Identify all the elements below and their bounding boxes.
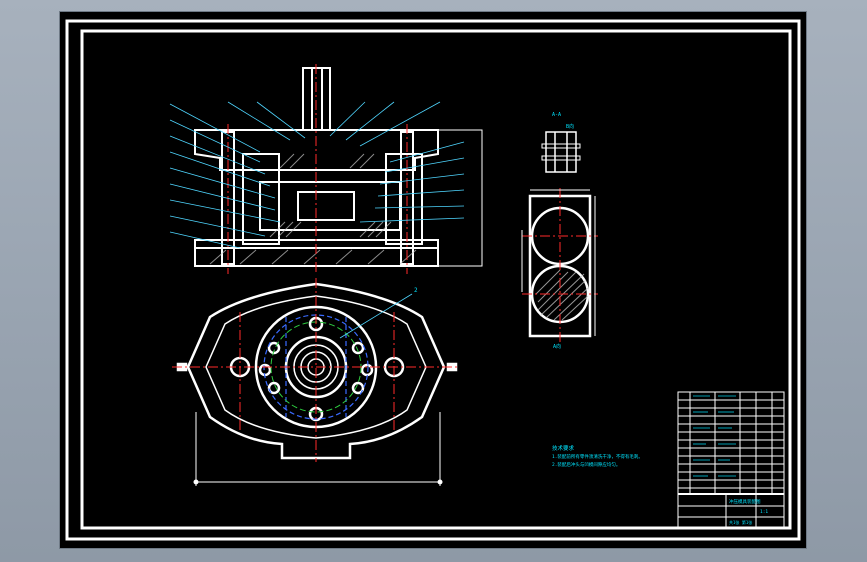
tech-requirement-line-1: 1.装配前所有零件须清洗干净，不得有毛刺。	[552, 453, 643, 460]
tech-requirements[interactable]: 技术要求 1.装配前所有零件须清洗干净，不得有毛刺。 2.装配后冲头与凹模间隙应…	[552, 444, 643, 468]
side-note-label: B向	[566, 123, 574, 130]
side-note-top: A-A	[552, 112, 561, 118]
tech-requirements-title: 技术要求	[552, 444, 575, 452]
parts-list-entries	[693, 395, 736, 477]
section-leader	[339, 293, 413, 339]
side-view-centerlines	[522, 188, 598, 344]
front-view-hatching	[209, 153, 417, 265]
side-view-dimensions	[521, 189, 596, 336]
tech-requirement-line-2: 2.装配后冲头与凹模间隙应均匀。	[552, 461, 620, 468]
drawing-sheet: 共1张 第1张	[729, 519, 752, 525]
plan-view-centerlines	[172, 278, 460, 462]
drawing-scale: 1:1	[760, 509, 768, 515]
sheet-inner-border	[80, 29, 792, 530]
plan-width-dimension	[193, 412, 443, 486]
front-view-leaders-right	[329, 101, 465, 223]
front-view-centerlines	[227, 64, 408, 274]
sheet-outer-border	[65, 19, 801, 541]
parts-list-table[interactable]	[677, 391, 785, 529]
side-caption: A向	[553, 343, 561, 350]
side-view-hatching	[535, 269, 589, 321]
side-detail-top[interactable]	[541, 131, 581, 173]
cad-viewport[interactable]: 2 A-A B向 A向 技术要求 1.	[60, 12, 806, 548]
plan-view[interactable]	[176, 282, 458, 460]
section-mark: 2	[414, 287, 418, 294]
drawing-name: 冲压模具装配图	[729, 498, 761, 505]
front-section-view[interactable]	[194, 67, 483, 267]
front-view-leaders-left	[169, 101, 306, 249]
cad-drawing: 2 A-A B向 A向 技术要求 1.	[65, 19, 801, 541]
